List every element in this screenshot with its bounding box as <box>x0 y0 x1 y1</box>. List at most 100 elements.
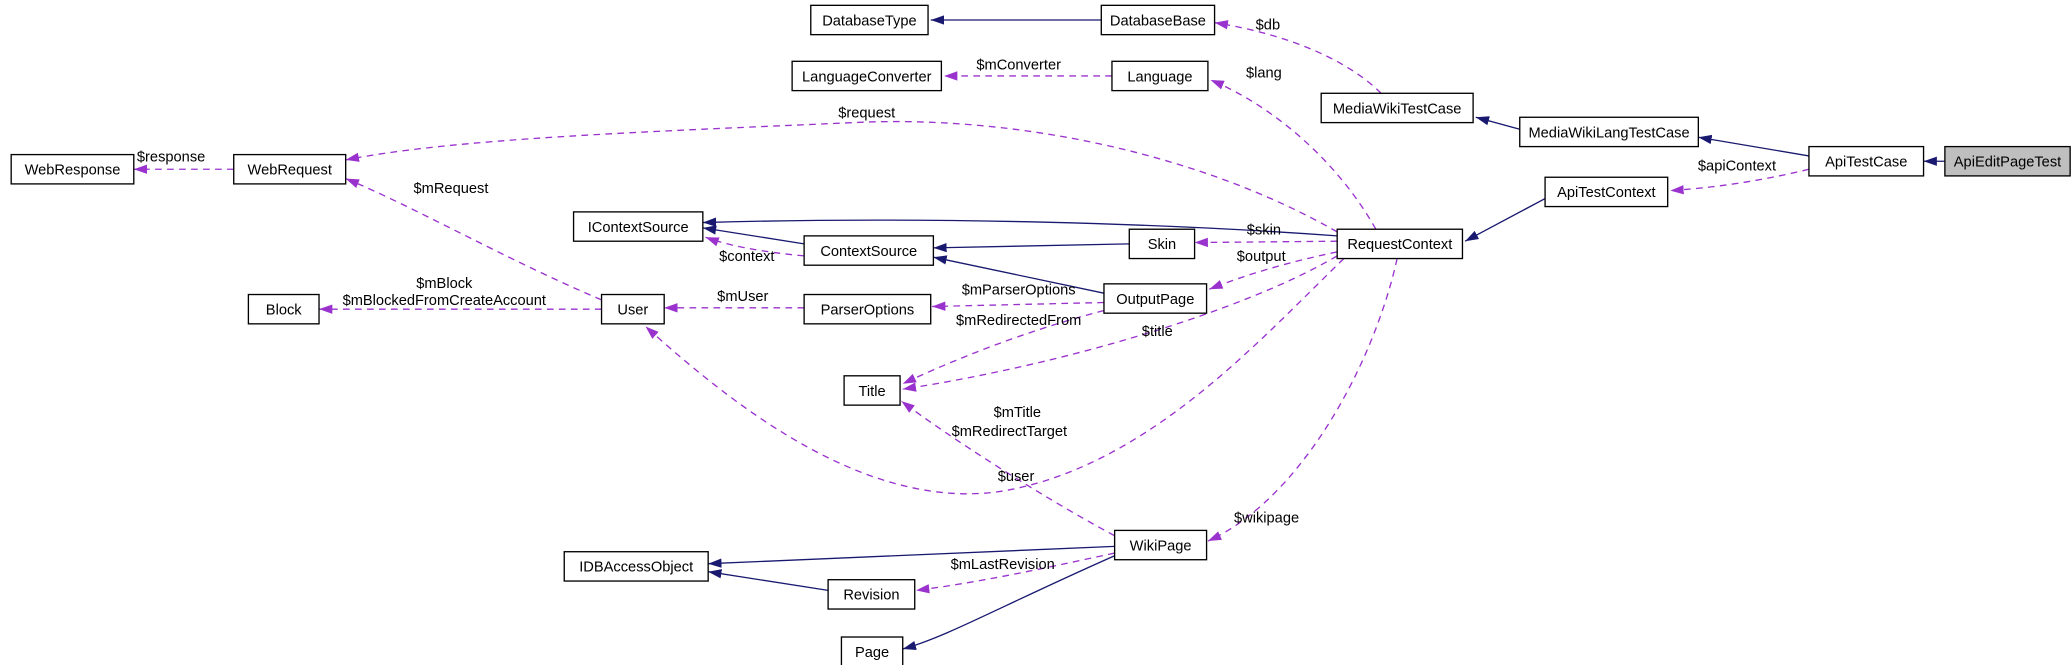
nodes-layer: DatabaseType DatabaseBaseLanguageConverte… <box>10 4 2071 665</box>
edge-mediawikilangtestcase-mediawikitestcase <box>1475 116 1520 130</box>
edge-label: $skin <box>1247 223 1281 239</box>
node-parseroptions[interactable]: ParserOptions <box>803 293 932 325</box>
node-requestcontext[interactable]: RequestContext <box>1336 228 1464 260</box>
node-outputpage[interactable]: OutputPage <box>1103 283 1208 314</box>
node-label: ContextSource <box>820 244 917 260</box>
node-box[interactable] <box>791 60 943 92</box>
edge-label: $mBlockedFromCreateAccount <box>343 293 546 309</box>
node-box[interactable] <box>1808 145 1925 177</box>
edge-requestcontext-title <box>902 255 1338 392</box>
node-box[interactable] <box>563 551 709 582</box>
edge-label: $title <box>1142 324 1173 340</box>
node-box[interactable] <box>803 235 935 266</box>
node-language[interactable]: Language <box>1111 60 1209 92</box>
node-apitestcase[interactable]: ApiTestCase <box>1808 145 1925 177</box>
node-title[interactable]: Title <box>843 375 901 406</box>
node-label: ParserOptions <box>821 303 915 319</box>
edge-skin-contextsource <box>933 242 1130 253</box>
node-databasetype[interactable]: DatabaseType <box>810 4 929 36</box>
node-label: LanguageConverter <box>802 69 932 85</box>
node-box[interactable] <box>1320 92 1474 124</box>
node-box[interactable] <box>247 293 320 325</box>
node-box[interactable] <box>1113 529 1208 561</box>
node-label: Revision <box>843 588 899 604</box>
node-box[interactable] <box>1336 228 1464 260</box>
node-mediawikilangtestcase[interactable]: MediaWikiLangTestCase <box>1519 116 1700 148</box>
node-label: IDBAccessObject <box>579 560 693 576</box>
node-box[interactable] <box>233 153 347 185</box>
node-webrequest[interactable]: WebRequest <box>233 153 347 185</box>
node-label: Page <box>855 645 889 661</box>
node-box[interactable] <box>840 636 904 665</box>
edge-label: $mRequest <box>414 181 489 197</box>
edge-apitestcontext-requestcontext <box>1464 197 1546 242</box>
edge-wikipage-page <box>902 555 1115 650</box>
node-label: ApiEditPageTest <box>1954 155 2061 171</box>
node-box[interactable] <box>803 293 932 325</box>
node-label: Block <box>266 303 302 319</box>
edge-requestcontext-skin <box>1194 237 1338 248</box>
node-label: Skin <box>1148 237 1176 253</box>
edge-requestcontext-webrequest <box>345 120 1338 233</box>
node-label: WebResponse <box>25 163 121 179</box>
node-box[interactable] <box>1128 228 1196 260</box>
node-box[interactable] <box>1111 60 1209 92</box>
edge-revision-idbaccessobject <box>708 569 829 592</box>
edge-label: $lang <box>1246 65 1282 81</box>
node-box[interactable] <box>843 375 901 406</box>
node-box[interactable] <box>827 579 916 610</box>
edge-outputpage-contextsource <box>933 255 1105 294</box>
edge-requestcontext-icontextsource <box>702 217 1338 237</box>
node-wikipage[interactable]: WikiPage <box>1113 529 1208 561</box>
node-box[interactable] <box>572 211 704 242</box>
node-apitestcontext[interactable]: ApiTestContext <box>1544 176 1669 208</box>
node-skin[interactable]: Skin <box>1128 228 1196 260</box>
edge-contextsource-icontextsource <box>702 225 805 245</box>
node-box[interactable] <box>810 4 929 36</box>
edge-label: $output <box>1237 249 1286 265</box>
node-label: IContextSource <box>588 220 689 236</box>
node-apieditpagetest: ApiEditPageTest <box>1944 145 2071 177</box>
edge-requestcontext-user <box>645 258 1345 495</box>
edge-mediawikitestcase-databasebase <box>1214 20 1382 94</box>
edge-labels-layer: $response$mRequest$request$mConverter$db… <box>137 17 1776 573</box>
node-idbaccessobject[interactable]: IDBAccessObject <box>563 551 709 582</box>
node-label: DatabaseBase <box>1110 13 1206 29</box>
node-box[interactable] <box>600 293 665 325</box>
edge-apitestcase-mediawikilangtestcase <box>1698 134 1810 157</box>
node-contextsource[interactable]: ContextSource <box>803 235 935 266</box>
node-label: User <box>617 303 648 319</box>
edge-label: $response <box>137 149 205 165</box>
node-icontextsource[interactable]: IContextSource <box>572 211 704 242</box>
edge-label: $mRedirectedFrom <box>956 313 1081 329</box>
edge-contextsource-icontextsource <box>705 236 805 257</box>
edge-label: $mParserOptions <box>962 283 1076 299</box>
node-block[interactable]: Block <box>247 293 320 325</box>
node-box[interactable] <box>1519 116 1700 148</box>
node-languageconverter[interactable]: LanguageConverter <box>791 60 943 92</box>
node-databasebase[interactable]: DatabaseBase <box>1100 4 1216 36</box>
node-page[interactable]: Page <box>840 636 904 665</box>
node-label: ApiTestContext <box>1557 185 1655 201</box>
node-label: OutputPage <box>1116 292 1194 308</box>
edge-apitestcase-apitestcontext <box>1670 168 1810 195</box>
node-box[interactable] <box>1103 283 1208 314</box>
edge-label: $mConverter <box>976 57 1061 73</box>
edge-label: $wikipage <box>1234 510 1299 526</box>
node-label: MediaWikiLangTestCase <box>1528 125 1689 141</box>
node-box[interactable] <box>10 153 135 185</box>
node-label: Language <box>1127 69 1192 85</box>
node-box[interactable] <box>1100 4 1216 36</box>
edge-label: $request <box>838 105 895 121</box>
node-box[interactable] <box>1544 176 1669 208</box>
node-label: RequestContext <box>1347 237 1452 253</box>
node-revision[interactable]: Revision <box>827 579 916 610</box>
edge-label: $user <box>998 469 1035 485</box>
node-box <box>1944 145 2071 177</box>
node-webresponse[interactable]: WebResponse <box>10 153 135 185</box>
node-user[interactable]: User <box>600 293 665 325</box>
node-mediawikitestcase[interactable]: MediaWikiTestCase <box>1320 92 1474 124</box>
edge-requestcontext-language <box>1210 79 1377 230</box>
